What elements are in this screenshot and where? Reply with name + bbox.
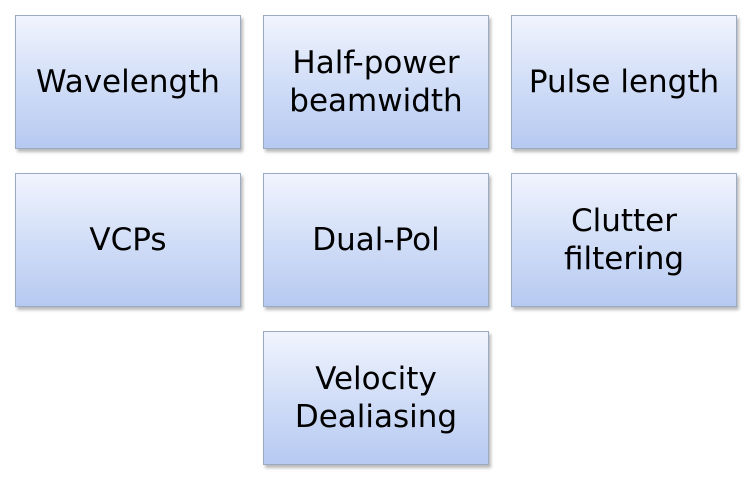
tile-label: Wavelength: [36, 64, 220, 100]
tile-velocity-dealiasing: Velocity Dealiasing: [263, 331, 489, 465]
tile-pulse-length: Pulse length: [511, 15, 737, 149]
tile-vcps: VCPs: [15, 173, 241, 307]
tile-label-line: filtering: [563, 241, 685, 277]
tile-label-group: Velocity Dealiasing: [295, 360, 457, 436]
tile-label: Pulse length: [528, 64, 720, 100]
tile-label-line: Clutter: [570, 203, 678, 239]
tile-wavelength: Wavelength: [15, 15, 241, 149]
tile-label-line: Half-power: [292, 45, 460, 81]
tile-label-group: Half-power beamwidth: [289, 44, 462, 120]
tile-label-line: Dealiasing: [294, 399, 458, 435]
tile-dual-pol: Dual-Pol: [263, 173, 489, 307]
tile-label-line: Velocity: [315, 361, 437, 397]
tile-label: Dual-Pol: [312, 222, 440, 258]
tile-label-line: beamwidth: [289, 83, 463, 119]
tile-label-group: Clutter filtering: [564, 202, 684, 278]
tile-clutter-filtering: Clutter filtering: [511, 173, 737, 307]
tile-label: VCPs: [89, 222, 167, 258]
tile-half-power-beamwidth: Half-power beamwidth: [263, 15, 489, 149]
